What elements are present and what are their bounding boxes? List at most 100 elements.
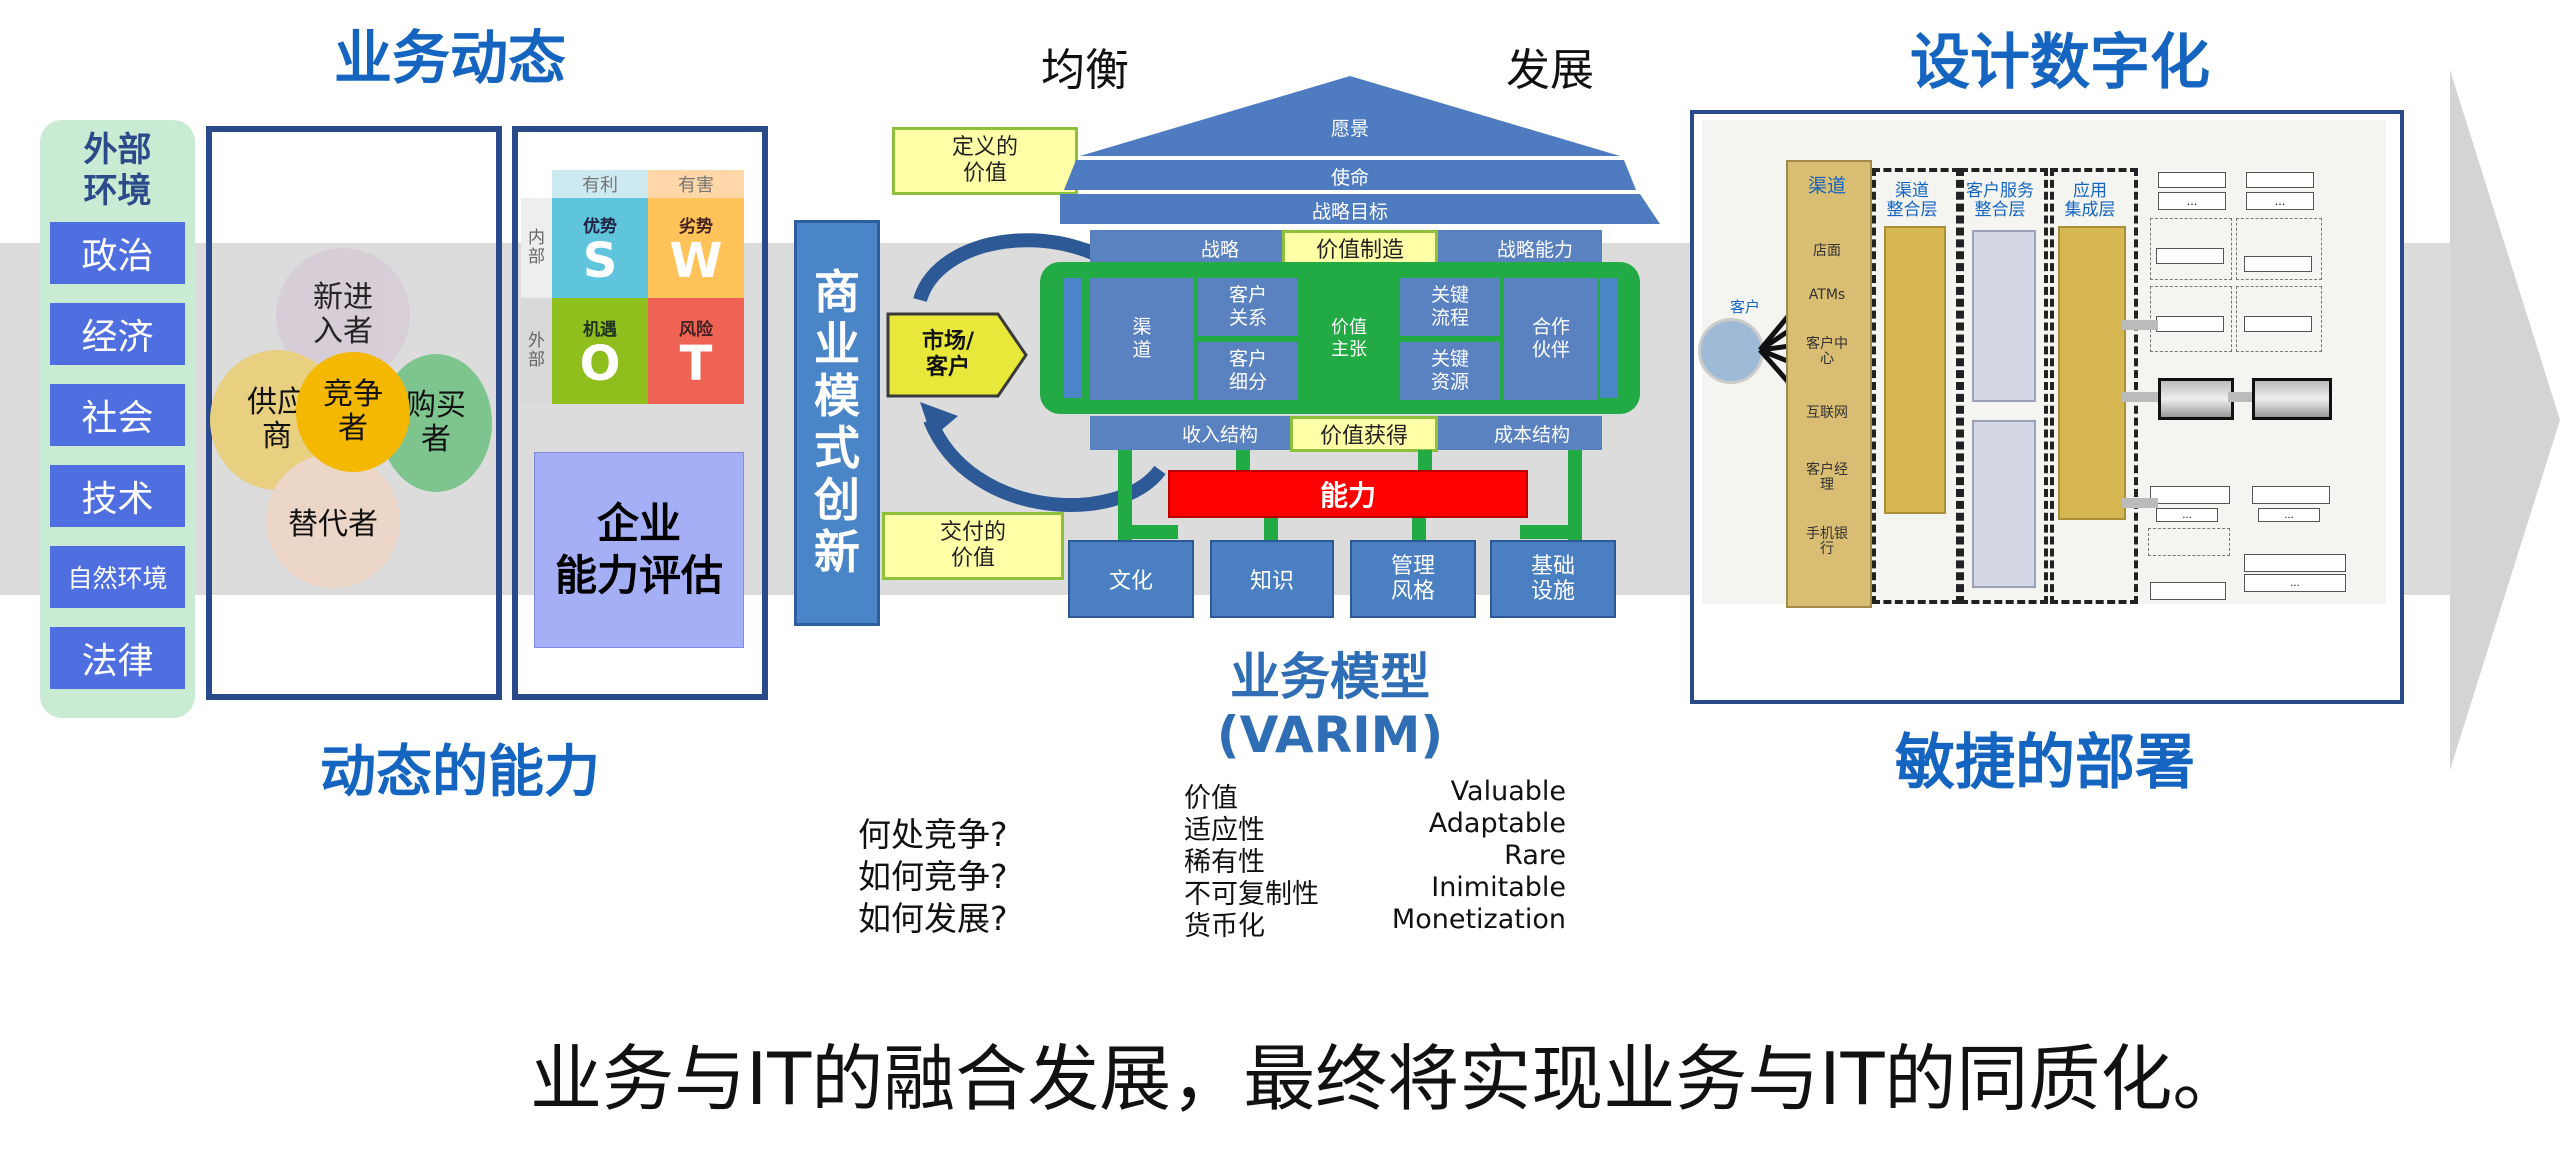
business-model-title: 业务模型 bbox=[1230, 648, 1430, 706]
backend-box bbox=[2252, 486, 2330, 504]
backend-box bbox=[2158, 172, 2226, 188]
env-item-economy: 经济 bbox=[50, 303, 185, 365]
connector bbox=[1418, 450, 1432, 470]
force-competitors: 竞争 者 bbox=[296, 352, 410, 472]
pipe bbox=[2122, 320, 2158, 330]
force-substitutes: 替代者 bbox=[266, 454, 400, 588]
canvas-key-resources: 关键 资源 bbox=[1400, 342, 1500, 400]
defined-value-label: 定义的 价值 bbox=[892, 127, 1078, 195]
channel-account-manager: 客户经 理 bbox=[1806, 461, 1848, 493]
backend-box bbox=[2244, 256, 2312, 272]
five-forces-frame bbox=[206, 126, 502, 700]
house-roof bbox=[1060, 76, 1660, 224]
pillar-culture: 文化 bbox=[1068, 540, 1194, 618]
business-model-subtitle: (VARIM) bbox=[1216, 706, 1444, 764]
backend-box: ... bbox=[2244, 574, 2346, 592]
canvas-customer-relations: 客户 关系 bbox=[1198, 278, 1298, 336]
canvas-key-processes: 关键 流程 bbox=[1400, 278, 1500, 336]
varim-en: Adaptable bbox=[1428, 808, 1566, 839]
backend-box bbox=[2244, 316, 2312, 332]
varim-cn: 货币化 bbox=[1184, 911, 1265, 942]
heading-design-digital: 设计数字化 bbox=[1910, 28, 2210, 98]
swot-row-internal: 内 部 bbox=[521, 198, 552, 298]
swot-header-favorable: 有利 bbox=[552, 170, 648, 198]
house-value-creation: 价值制造 bbox=[1282, 230, 1438, 266]
house-revenue-structure: 收入结构 bbox=[1181, 423, 1258, 446]
service-integration-block bbox=[1972, 230, 2036, 402]
app-integration-bar bbox=[2058, 226, 2126, 520]
channel-atm: ATMs bbox=[1808, 287, 1846, 304]
question-how-to-compete: 如何竞争? bbox=[858, 857, 1008, 896]
backend-group bbox=[2236, 286, 2322, 352]
app-integration-layer bbox=[2050, 168, 2138, 604]
env-item-technology: 技术 bbox=[50, 465, 185, 527]
backend-box: ... bbox=[2258, 508, 2320, 522]
swot-opportunities-letter: O bbox=[579, 335, 621, 392]
process-arrow-head bbox=[2450, 70, 2560, 770]
connector bbox=[1412, 514, 1426, 542]
pillar-knowledge: 知识 bbox=[1210, 540, 1334, 618]
canvas-channels: 渠 道 bbox=[1090, 278, 1194, 400]
house-mission: 使命 bbox=[1330, 166, 1369, 189]
swot-threats-label: 风险 bbox=[679, 319, 713, 340]
varim-cn: 价值 bbox=[1184, 783, 1238, 814]
swot-opportunities-label: 机遇 bbox=[583, 319, 617, 340]
external-environment-title: 外部 环境 bbox=[83, 130, 152, 211]
house-value-capture: 价值获得 bbox=[1290, 416, 1438, 452]
heading-business-dynamics: 业务动态 bbox=[333, 24, 566, 92]
canvas-customer-segments: 客户 细分 bbox=[1198, 342, 1298, 400]
business-model-innovation: 商 业 模 式 创 新 bbox=[794, 220, 880, 626]
varim-cn: 稀有性 bbox=[1184, 847, 1265, 878]
server-icon bbox=[2158, 378, 2234, 420]
pipe bbox=[2122, 498, 2158, 508]
swot-weaknesses-letter: W bbox=[669, 232, 723, 289]
channel-column bbox=[1786, 160, 1872, 608]
connector bbox=[1264, 514, 1278, 542]
varim-en: Monetization bbox=[1391, 904, 1566, 935]
delivered-value-label: 交付的 价值 bbox=[882, 512, 1064, 580]
channel-internet: 互联网 bbox=[1806, 405, 1848, 422]
backend-box bbox=[2156, 248, 2224, 264]
connector bbox=[1118, 450, 1132, 540]
canvas-side-right bbox=[1600, 278, 1618, 398]
backend-group bbox=[2150, 286, 2232, 352]
backend-box: ... bbox=[2158, 192, 2226, 210]
conclusion-text: 业务与IT的融合发展，最终将实现业务与IT的同质化。 bbox=[530, 1037, 2245, 1121]
capability-bar: 能力 bbox=[1168, 470, 1528, 518]
channel-store: 店面 bbox=[1813, 243, 1841, 260]
channel-integration-label: 渠道 整合层 bbox=[1886, 181, 1938, 220]
varim-en: Rare bbox=[1504, 840, 1566, 871]
server-icon bbox=[2252, 378, 2332, 420]
varim-en: Valuable bbox=[1450, 776, 1566, 807]
channel-mobile-banking: 手机银 行 bbox=[1806, 525, 1848, 557]
question-how-to-develop: 如何发展? bbox=[858, 899, 1008, 938]
swot-weaknesses: 劣势 W bbox=[648, 198, 744, 298]
channel-call-center: 客户中 心 bbox=[1806, 335, 1848, 367]
swot-threats-letter: T bbox=[679, 335, 713, 392]
channel-integration-bar bbox=[1884, 226, 1946, 514]
swot-strengths-letter: S bbox=[582, 232, 618, 289]
swot-strengths: 优势 S bbox=[552, 198, 648, 298]
varim-cn: 不可复制性 bbox=[1184, 879, 1319, 910]
service-integration-label: 客户服务 整合层 bbox=[1966, 181, 2034, 220]
service-integration-layer bbox=[1960, 168, 2048, 604]
connector bbox=[1118, 525, 1178, 539]
pillar-infrastructure: 基础 设施 bbox=[1490, 540, 1616, 618]
swot-weaknesses-label: 劣势 bbox=[679, 216, 713, 237]
customer-label: 客户 bbox=[1729, 297, 1760, 316]
backend-box bbox=[2244, 554, 2346, 572]
house-cost-structure: 成本结构 bbox=[1493, 423, 1570, 446]
backend-box: ... bbox=[2246, 192, 2314, 210]
question-where-to-compete: 何处竞争? bbox=[858, 815, 1008, 854]
connector bbox=[1520, 525, 1582, 539]
backend-box bbox=[2246, 172, 2314, 188]
swot-row-external: 外 部 bbox=[521, 298, 552, 404]
pipe bbox=[2228, 392, 2252, 402]
heading-dynamic-capability: 动态的能力 bbox=[320, 739, 600, 805]
app-integration-label: 应用 集成层 bbox=[2064, 181, 2116, 220]
market-customer-label: 市场/ 客户 bbox=[921, 328, 975, 380]
backend-box bbox=[2150, 582, 2226, 600]
channel-integration-layer bbox=[1872, 168, 1960, 604]
env-item-natural-environment: 自然环境 bbox=[50, 546, 185, 608]
pillar-management-style: 管理 风格 bbox=[1350, 540, 1476, 618]
